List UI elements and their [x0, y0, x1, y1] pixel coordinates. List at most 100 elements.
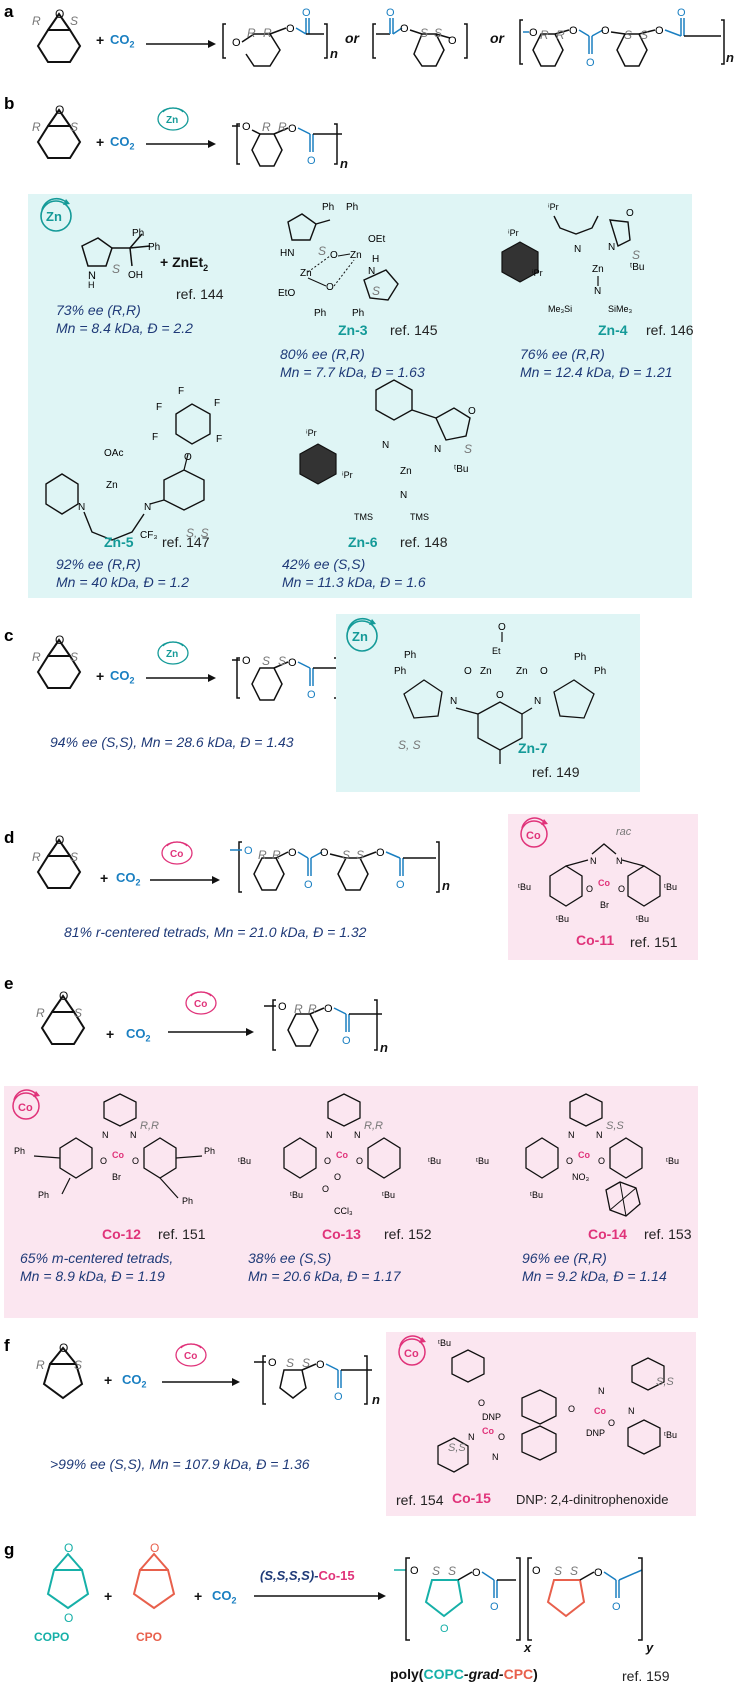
svg-text:ⁱPr: ⁱPr [342, 470, 353, 480]
co2-label-a: CO2 [110, 32, 135, 50]
svg-text:Zn: Zn [106, 480, 118, 491]
svg-text:O: O [322, 1184, 329, 1194]
zn3-ee: 80% ee (R,R) [280, 346, 365, 362]
svg-text:O: O [244, 845, 253, 857]
svg-text:Ph: Ph [394, 666, 406, 677]
svg-text:ᵗBu: ᵗBu [238, 1156, 251, 1166]
svg-text:O: O [64, 1611, 73, 1625]
svg-text:ᵗBu: ᵗBu [664, 1430, 677, 1440]
svg-text:ᵗBu: ᵗBu [290, 1190, 303, 1200]
svg-text:OH: OH [128, 270, 143, 281]
co15-structure: ᵗBu O DNP Co N O N O Co N N DNP O ᵗBu [437, 1338, 677, 1473]
stereo-s3-g: S [554, 1564, 563, 1578]
svg-text:CCl₃: CCl₃ [334, 1206, 353, 1216]
svg-text:ᵗBu: ᵗBu [454, 464, 468, 475]
stereo-r1-b: R [262, 120, 271, 134]
svg-text:Zn: Zn [516, 666, 528, 677]
svg-text:Br: Br [112, 1172, 121, 1182]
svg-text:N: N [130, 1130, 137, 1140]
zn5-mn: Mn = 40 kDa, Đ = 1.2 [56, 574, 190, 590]
svg-text:ᵗBu: ᵗBu [666, 1156, 679, 1166]
panel-label-f: f [4, 1336, 10, 1355]
zn7-name: Zn-7 [518, 740, 548, 756]
stereo-r1-e: R [294, 1002, 303, 1016]
svg-text:O: O [288, 657, 297, 669]
svg-text:DNP: DNP [482, 1412, 501, 1422]
ref-149: ref. 149 [532, 764, 580, 780]
svg-text:ⁱPr: ⁱPr [532, 268, 543, 278]
stereo-label-r-b: R [32, 120, 41, 134]
svg-text:Me₃Si: Me₃Si [548, 304, 572, 314]
svg-text:Ph: Ph [322, 202, 334, 213]
svg-text:O: O [529, 27, 538, 39]
svg-text:O: O [496, 690, 504, 701]
polymer-structure-e: O O O [264, 999, 382, 1051]
co2-label-d: CO2 [116, 870, 141, 888]
svg-text:Ph: Ph [574, 652, 586, 663]
catalyst-label-g: (S,S,S,S)-Co-15 [260, 1568, 355, 1583]
svg-text:O: O [586, 57, 595, 69]
svg-text:HN: HN [280, 248, 294, 259]
svg-text:O: O [132, 1156, 139, 1166]
co2-label-g: CO2 [212, 1588, 237, 1606]
panel-label-g: g [4, 1540, 15, 1559]
svg-text:N: N [608, 242, 615, 253]
svg-text:ᵗBu: ᵗBu [428, 1156, 441, 1166]
svg-text:O: O [498, 622, 506, 633]
zn-catalyst-icon-b: Zn [157, 107, 189, 131]
zn5-structure: F F F F F O OAc Zn N N CF₃ [45, 386, 222, 541]
svg-text:O: O [316, 1359, 325, 1371]
cat1-mn: Mn = 8.4 kDa, Đ = 2.2 [56, 320, 193, 336]
cyclohexene-oxide-structure-c: O [36, 633, 82, 689]
or-label-a1: or [345, 30, 359, 46]
polymer-structure-f: O O O [254, 1355, 372, 1405]
plus-sign-g2: + [194, 1588, 203, 1604]
svg-text:N: N [434, 444, 441, 455]
svg-text:O: O [307, 155, 316, 167]
stereo-ss-zn5: S, S [186, 526, 209, 540]
reaction-arrow-d [150, 876, 220, 884]
svg-text:O: O [608, 1418, 615, 1428]
stereo-s2-g: S [448, 1564, 457, 1578]
ref-154: ref. 154 [396, 1492, 444, 1508]
svg-text:Co: Co [526, 830, 541, 842]
svg-text:O: O [320, 847, 329, 859]
svg-text:ᵗBu: ᵗBu [518, 882, 531, 892]
svg-text:O: O [64, 1541, 73, 1555]
zn4-name: Zn-4 [598, 322, 628, 338]
stereo-s-prolinol: S [112, 262, 121, 276]
svg-text:Ph: Ph [314, 308, 326, 319]
stereo-rac-co11: rac [616, 826, 632, 838]
svg-text:O: O [566, 1156, 573, 1166]
co-badge-icon-f: Co [398, 1335, 426, 1366]
svg-text:O: O [569, 25, 578, 37]
stereo-s2-f: S [302, 1356, 311, 1370]
svg-text:Zn: Zn [480, 666, 492, 677]
svg-text:O: O [448, 35, 457, 47]
svg-text:Ph: Ph [148, 242, 160, 253]
svg-text:ᵗBu: ᵗBu [636, 914, 649, 924]
stereo-r2-a: R [263, 26, 272, 40]
co-catalyst-icon-e: Co [185, 991, 217, 1015]
reaction-arrow-f [162, 1378, 240, 1386]
svg-text:O: O [288, 847, 297, 859]
co2-label-e: CO2 [126, 1026, 151, 1044]
co2-label-f: CO2 [122, 1372, 147, 1390]
svg-text:EtO: EtO [278, 288, 295, 299]
svg-text:Zn: Zn [350, 250, 362, 261]
svg-text:O: O [150, 1541, 159, 1555]
svg-text:O: O [498, 1432, 505, 1442]
svg-text:O: O [400, 23, 409, 35]
cyclohexene-oxide-structure-a: O [36, 7, 82, 63]
svg-text:Ph: Ph [352, 308, 364, 319]
stereo-label-s-b: S [70, 120, 79, 134]
svg-text:Ph: Ph [404, 650, 416, 661]
svg-text:ᵗBu: ᵗBu [630, 262, 644, 273]
zn6-mn: Mn = 11.3 kDa, Đ = 1.6 [282, 574, 426, 590]
svg-text:O: O [330, 250, 338, 261]
svg-text:O: O [594, 1567, 603, 1579]
svg-text:Co: Co [336, 1150, 348, 1160]
svg-text:O: O [324, 1003, 333, 1015]
co2-label-b: CO2 [110, 134, 135, 152]
svg-text:N: N [616, 856, 623, 866]
